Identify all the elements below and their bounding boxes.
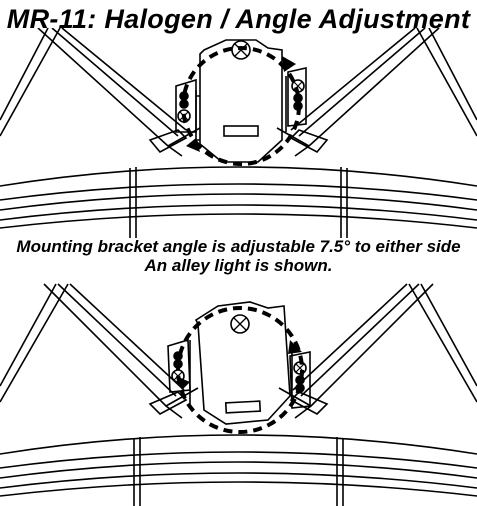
left-housing-wall — [0, 283, 199, 419]
bottom-diagram — [0, 278, 477, 506]
bottom-trim — [0, 166, 477, 238]
arrow-head-right-icon — [288, 340, 302, 354]
caption-line-2: An alley light is shown. — [144, 256, 333, 275]
bottom-trim — [0, 434, 477, 506]
top-diagram — [0, 28, 477, 238]
rotation-dashed-circle — [181, 46, 301, 166]
arrow-head-left-icon — [186, 138, 200, 152]
caption-line-1: Mounting bracket angle is adjustable 7.5… — [16, 237, 461, 256]
left-housing-wall — [0, 28, 201, 157]
arrow-head-left-icon — [176, 376, 190, 390]
rotation-dashed-circle — [176, 306, 304, 434]
arrow-head-right-icon — [282, 56, 296, 72]
page-title: MR-11: Halogen / Angle Adjustment — [6, 4, 471, 34]
right-housing-wall — [276, 28, 477, 157]
right-housing-wall — [278, 283, 477, 419]
